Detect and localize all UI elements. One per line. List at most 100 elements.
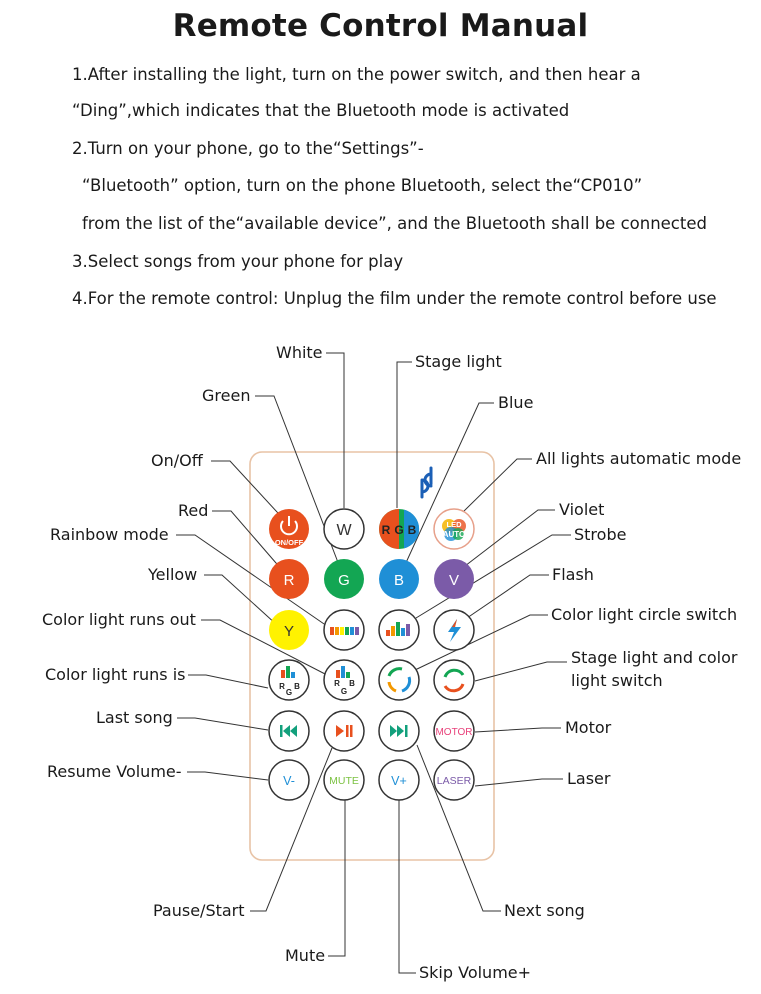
svg-text:G: G [286, 688, 292, 697]
brand-logo [420, 466, 433, 499]
stage-color-switch-button[interactable] [433, 659, 475, 701]
leader-on-off [211, 460, 290, 526]
violet-button[interactable]: V [434, 559, 474, 599]
label-stage-color-switch-2: light switch [571, 671, 663, 690]
yellow-button[interactable]: Y [269, 610, 309, 650]
svg-text:MUTE: MUTE [329, 775, 359, 787]
lightning-icon [448, 619, 461, 642]
remote-body [249, 451, 495, 861]
leader-stage-color [474, 661, 567, 682]
volume-down-button[interactable]: V- [268, 759, 310, 801]
circle-switch-button[interactable] [378, 659, 420, 701]
leader-violet [464, 509, 555, 567]
next-song-button[interactable] [378, 710, 420, 752]
pause-start-button[interactable] [323, 710, 365, 752]
leader-mute [328, 800, 346, 957]
svg-text:LED: LED [447, 520, 463, 529]
white-button-text: W [336, 522, 352, 539]
instruction-line-4: “Bluetooth” option, turn on the phone Bl… [82, 176, 643, 195]
instruction-line-1: 1.After installing the light, turn on th… [72, 65, 641, 84]
skip-back-icon [280, 725, 297, 737]
leader-runs-out [201, 619, 328, 676]
leader-auto [462, 458, 532, 513]
svg-text:G: G [341, 687, 347, 696]
last-song-button[interactable] [268, 710, 310, 752]
label-yellow: Yellow [147, 565, 197, 584]
laser-button[interactable]: LASER [433, 759, 475, 801]
label-all-lights-auto: All lights automatic mode [536, 449, 741, 468]
instruction-line-5: from the list of the“available device”, … [82, 214, 707, 233]
svg-text:R: R [382, 523, 391, 537]
green-button[interactable]: G [324, 559, 364, 599]
label-rainbow-mode: Rainbow mode [50, 525, 169, 544]
label-laser: Laser [567, 769, 611, 788]
leader-stage-light [396, 361, 412, 508]
svg-text:G: G [394, 523, 403, 537]
svg-text:B: B [408, 523, 417, 537]
svg-text:B: B [294, 682, 300, 691]
label-stage-light: Stage light [415, 352, 502, 371]
volume-up-button[interactable]: V+ [378, 759, 420, 801]
rainbow-mode-button[interactable] [323, 609, 365, 651]
leader-circle-switch [414, 614, 548, 671]
svg-text:B: B [349, 679, 355, 688]
blue-button[interactable]: B [379, 559, 419, 599]
label-white: White [276, 343, 323, 362]
label-strobe: Strobe [574, 525, 626, 544]
svg-text:B: B [394, 572, 404, 589]
flash-button[interactable] [433, 609, 475, 651]
stage-light-rgb-button[interactable]: R G B [379, 509, 420, 549]
label-next-song: Next song [504, 901, 585, 920]
svg-text:R: R [334, 679, 340, 688]
leader-skip-volume [398, 800, 416, 974]
leader-motor [474, 727, 561, 733]
mute-button[interactable]: MUTE [323, 759, 365, 801]
callout-labels: White Stage light Green Blue On/Off All … [42, 343, 741, 982]
leader-lines [176, 352, 571, 974]
instruction-line-2: “Ding”,which indicates that the Bluetoot… [72, 101, 570, 120]
leader-yellow [204, 574, 278, 626]
label-violet: Violet [559, 500, 604, 519]
leader-laser [474, 778, 563, 787]
label-color-runs-is: Color light runs is [45, 665, 185, 684]
svg-text:AUTO: AUTO [443, 530, 466, 539]
svg-text:V: V [449, 572, 459, 589]
motor-button[interactable]: MOTOR [433, 710, 475, 752]
red-button[interactable]: R [269, 559, 309, 599]
power-icon [280, 520, 298, 536]
leader-pause-start [250, 747, 333, 912]
label-pause-start: Pause/Start [153, 901, 245, 920]
svg-text:R: R [279, 682, 285, 691]
label-on-off: On/Off [151, 451, 204, 470]
leader-last-song [177, 717, 269, 731]
svg-text:Y: Y [284, 623, 294, 640]
cycle-arrows-icon [387, 667, 412, 693]
color-runs-out-button[interactable]: R B G [323, 659, 365, 701]
instruction-line-7: 4.For the remote control: Unplug the fil… [72, 289, 717, 308]
leader-runs-is [188, 674, 269, 689]
on-off-text: ON/OFF [275, 538, 304, 547]
label-color-runs-out: Color light runs out [42, 610, 196, 629]
white-button[interactable]: W [323, 508, 365, 550]
label-red: Red [178, 501, 208, 520]
label-flash: Flash [552, 565, 594, 584]
svg-text:V+: V+ [391, 774, 407, 788]
instruction-line-3: 2.Turn on your phone, go to the“Settings… [72, 139, 424, 158]
leader-green [255, 395, 345, 579]
leader-next-song [416, 744, 501, 912]
equalizer-icon [386, 622, 410, 636]
color-runs-is-button[interactable]: R G B [268, 659, 310, 701]
label-motor: Motor [565, 718, 612, 737]
on-off-button[interactable]: ON/OFF [269, 509, 309, 549]
play-pause-icon [336, 725, 353, 737]
leader-red [212, 510, 290, 579]
label-color-circle-switch: Color light circle switch [551, 605, 737, 624]
strobe-button[interactable] [378, 609, 420, 651]
skip-forward-icon [390, 725, 408, 737]
page-title: Remote Control Manual [172, 8, 589, 44]
led-auto-button[interactable]: LED AUTO [433, 508, 475, 550]
swap-arrows-icon [443, 668, 465, 693]
label-skip-volume: Skip Volume+ [419, 963, 531, 982]
label-stage-color-switch-1: Stage light and color [571, 648, 738, 667]
